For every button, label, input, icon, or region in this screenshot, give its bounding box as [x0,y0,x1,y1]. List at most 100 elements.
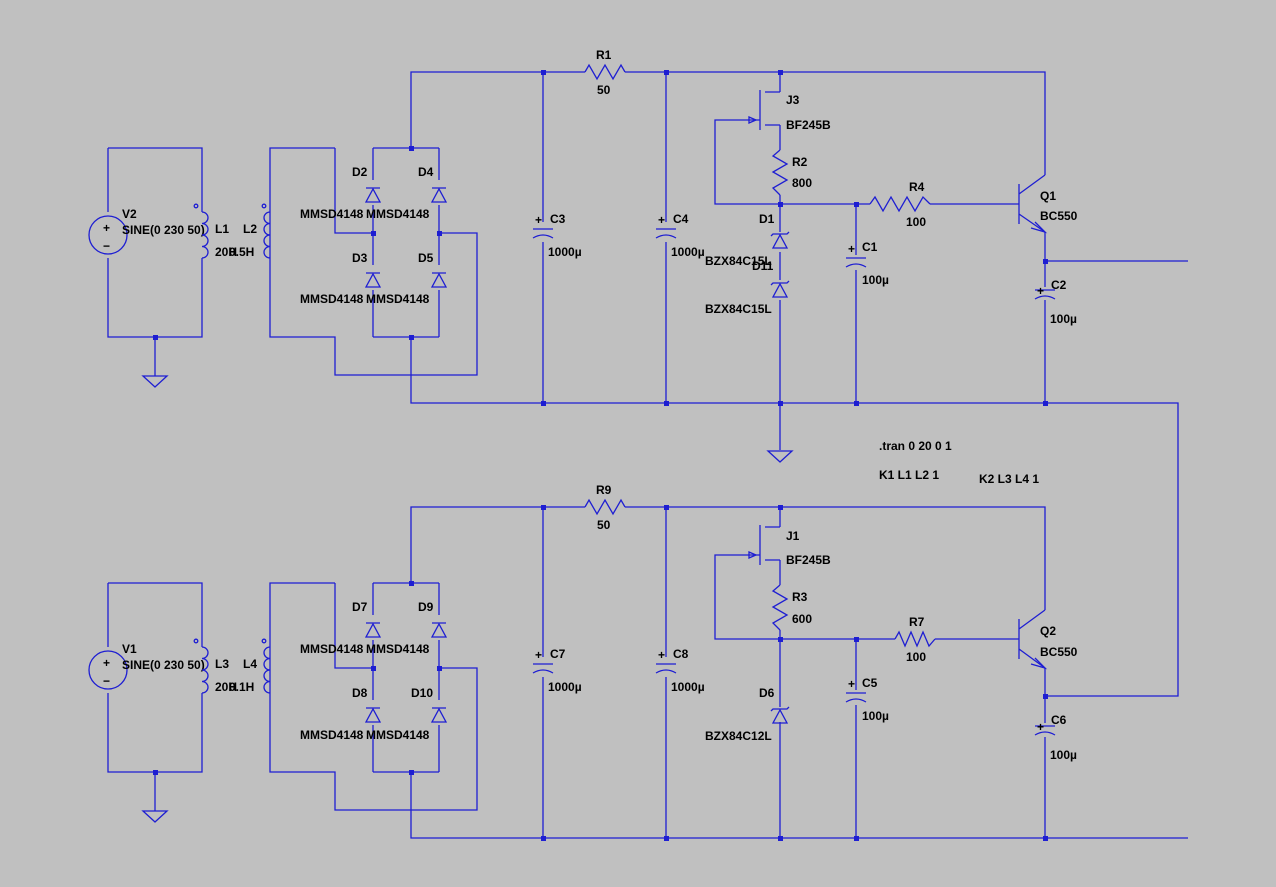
c7-name: C7 [550,647,566,661]
diode-d5[interactable]: D5 MMSD4148 [366,251,448,306]
d2-name: D2 [352,165,368,179]
zener-d11[interactable]: D11 BZX84C15L [705,259,790,316]
inductor-l4[interactable]: L4 0.1H [229,638,271,694]
l2-value: 0.5H [229,245,254,259]
ground-icon-main [766,450,794,463]
spice-directives[interactable]: .tran 0 20 0 1 K1 L1 L2 1 K2 L3 L4 1 [879,439,1039,486]
l1-name: L1 [215,222,229,236]
d11-value: BZX84C15L [705,302,772,316]
c3-plus: + [535,213,542,227]
d1-name: D1 [759,212,775,226]
capacitor-c7[interactable]: + C7 1000µ [532,647,582,694]
c6-value: 100µ [1050,748,1077,762]
d6-value: BZX84C12L [705,729,772,743]
diode-d7[interactable]: D7 MMSD4148 [300,600,382,656]
d9-name: D9 [418,600,434,614]
l4-name: L4 [243,657,257,671]
r2-value: 800 [792,176,812,190]
inductor-l1[interactable]: L1 20H [193,203,237,259]
resistor-r1[interactable]: R1 50 [584,48,626,97]
j1-name: J1 [786,529,800,543]
l1-value: 20H [215,245,237,259]
capacitor-c8[interactable]: + C8 1000µ [655,647,705,694]
d3-value: MMSD4148 [300,292,364,306]
c6-name: C6 [1051,713,1067,727]
c3-name: C3 [550,212,566,226]
plus-sign: + [103,656,110,670]
bjt-q1[interactable]: Q1 BC550 [1007,174,1078,234]
c1-value: 100µ [862,273,889,287]
j3-name: J3 [786,93,800,107]
capacitor-c2[interactable]: + C2 100µ [1034,278,1077,326]
c8-value: 1000µ [671,680,705,694]
v1-name: V1 [122,642,137,656]
c2-value: 100µ [1050,312,1077,326]
r4-value: 100 [906,215,926,229]
j3-value: BF245B [786,118,831,132]
c2-plus: + [1037,284,1044,298]
d4-name: D4 [418,165,434,179]
zener-d6[interactable]: D6 BZX84C12L [705,686,790,743]
d7-name: D7 [352,600,368,614]
c6-plus: + [1037,720,1044,734]
r1-value: 50 [597,83,611,97]
d9-value: MMSD4148 [366,642,430,656]
jfet-j1[interactable]: J1 BF245B [748,525,831,567]
wires [107,71,1188,839]
r7-value: 100 [906,650,926,664]
diode-d3[interactable]: D3 MMSD4148 [300,251,382,306]
voltage-source-v2[interactable]: + − V2 SINE(0 230 50) [88,207,205,255]
inductor-l3[interactable]: L3 20H [193,638,237,694]
diode-d2[interactable]: D2 MMSD4148 [300,165,382,221]
r4-name: R4 [909,180,925,194]
zener-d1[interactable]: D1 BZX84C15L [705,212,790,268]
jfet-j3[interactable]: J3 BF245B [748,90,831,132]
resistor-r9[interactable]: R9 50 [584,483,626,532]
c5-name: C5 [862,676,878,690]
plus-sign: + [103,221,110,235]
directive-k1[interactable]: K1 L1 L2 1 [879,468,939,482]
c4-value: 1000µ [671,245,705,259]
capacitor-c3[interactable]: + C3 1000µ [532,212,582,259]
d10-name: D10 [411,686,433,700]
r2-name: R2 [792,155,808,169]
d1-value: BZX84C15L [705,254,772,268]
resistor-r3[interactable]: R3 600 [771,584,812,631]
v1-value: SINE(0 230 50) [122,658,205,672]
d5-value: MMSD4148 [366,292,430,306]
d5-name: D5 [418,251,434,265]
r9-value: 50 [597,518,611,532]
directive-k2[interactable]: K2 L3 L4 1 [979,472,1039,486]
resistor-r2[interactable]: R2 800 [771,149,812,196]
diode-d9[interactable]: D9 MMSD4148 [366,600,448,656]
q1-value: BC550 [1040,209,1078,223]
l4-value: 0.1H [229,680,254,694]
bjt-q2[interactable]: Q2 BC550 [1007,609,1078,670]
capacitor-c6[interactable]: + C6 100µ [1034,713,1077,762]
capacitor-c4[interactable]: + C4 1000µ [655,212,705,259]
resistor-r7[interactable]: R7 100 [894,615,936,664]
c1-name: C1 [862,240,878,254]
r9-name: R9 [596,483,612,497]
d8-value: MMSD4148 [300,728,364,742]
c4-plus: + [658,213,665,227]
r3-name: R3 [792,590,808,604]
c8-plus: + [658,648,665,662]
c4-name: C4 [673,212,689,226]
diode-d4[interactable]: D4 MMSD4148 [366,165,448,221]
diode-d8[interactable]: D8 MMSD4148 [300,686,382,742]
resistor-r4[interactable]: R4 100 [869,180,931,229]
v2-value: SINE(0 230 50) [122,223,205,237]
voltage-source-v1[interactable]: + − V1 SINE(0 230 50) [88,642,205,690]
j1-value: BF245B [786,553,831,567]
capacitor-c5[interactable]: + C5 100µ [845,676,889,723]
q2-name: Q2 [1040,624,1056,638]
diode-d10[interactable]: D10 MMSD4148 [366,686,448,742]
capacitor-c1[interactable]: + C1 100µ [845,240,889,287]
r7-name: R7 [909,615,925,629]
directive-tran[interactable]: .tran 0 20 0 1 [879,439,952,453]
c1-plus: + [848,242,855,256]
r1-name: R1 [596,48,612,62]
inductor-l2[interactable]: L2 0.5H [229,203,271,259]
